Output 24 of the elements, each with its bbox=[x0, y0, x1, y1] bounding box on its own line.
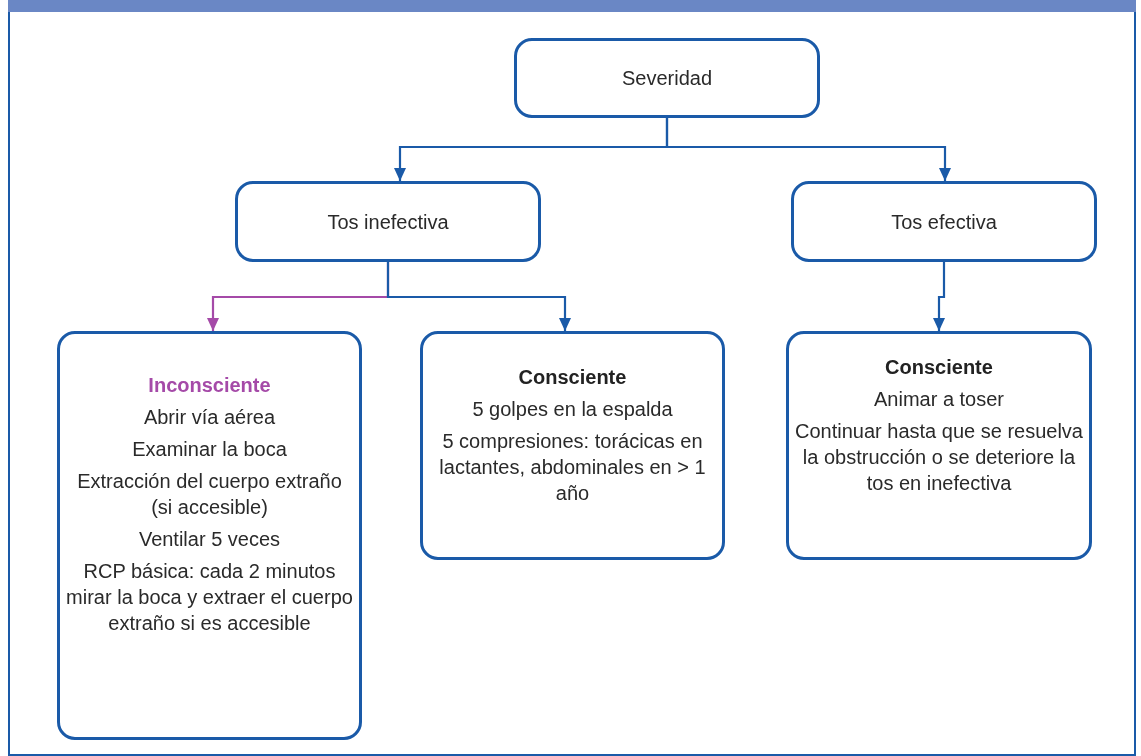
box-heading: Consciente bbox=[885, 355, 993, 380]
box-text: Severidad bbox=[621, 66, 713, 91]
box-text: Extracción del cuerpo extraño (si accesible) bbox=[76, 469, 343, 520]
box-text: 5 compresiones: torácicas en lactantes, abdominales en > 1 año bbox=[438, 429, 707, 506]
box-text: Ventilar 5 veces bbox=[138, 527, 281, 552]
box-text: Continuar hasta que se resuelva la obstrucción o se deteriore la tos en inefectiva bbox=[794, 419, 1084, 496]
arrow bbox=[933, 262, 946, 331]
action-box bbox=[786, 331, 1092, 560]
action-box bbox=[57, 331, 362, 740]
box-text: Tos efectiva bbox=[891, 209, 997, 235]
category-box bbox=[235, 181, 541, 262]
box-text: 5 golpes en la espalda bbox=[472, 397, 673, 422]
arrow bbox=[386, 262, 571, 331]
arrow bbox=[665, 118, 951, 181]
box-heading: Inconsciente bbox=[148, 373, 271, 398]
box-text: Tos inefectiva bbox=[327, 209, 449, 235]
category-box bbox=[791, 181, 1097, 262]
action-box bbox=[420, 331, 725, 560]
box-text: Examinar la boca bbox=[132, 437, 287, 462]
box-heading: Consciente bbox=[518, 365, 627, 390]
box-text: RCP básica: cada 2 minutos mirar la boca y extraer el cuerpo extraño si es accesible bbox=[65, 559, 354, 636]
category-box bbox=[514, 38, 820, 118]
box-text: Abrir vía aérea bbox=[143, 405, 276, 430]
box-text: Animar a toser bbox=[873, 387, 1005, 412]
